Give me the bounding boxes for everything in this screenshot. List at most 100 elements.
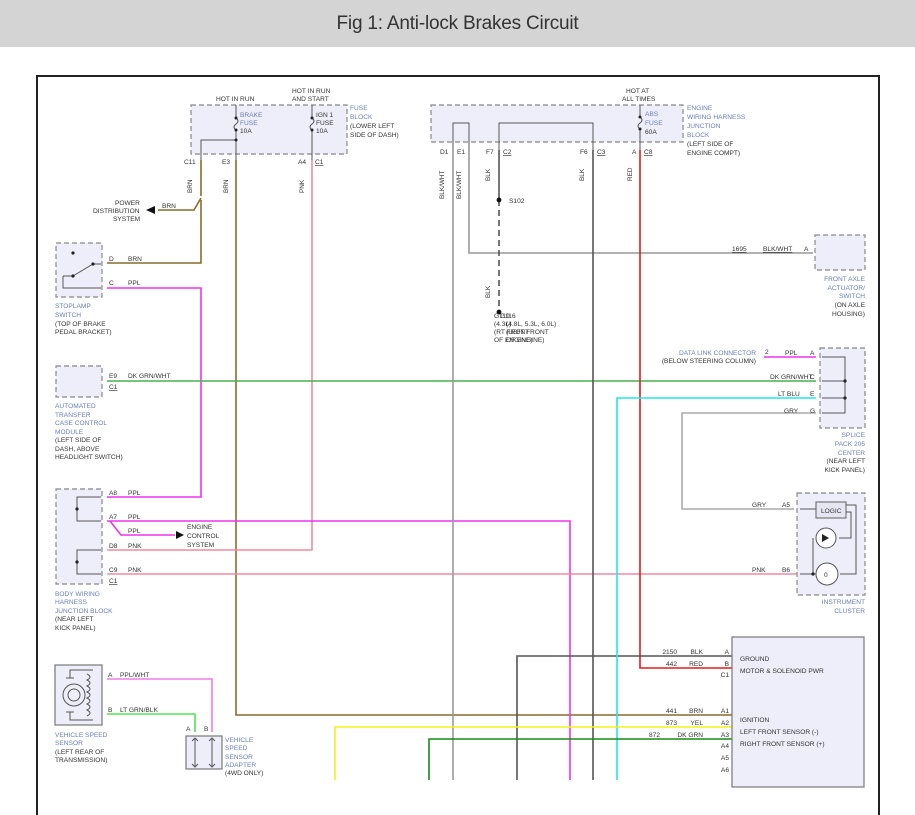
body-name-1: BODY WIRING (55, 591, 100, 598)
transfer-case-module: E9 DK GRN/WHT C1 AUTOMATED TRANSFER CASE… (55, 365, 171, 461)
wire-red-abs (639, 150, 732, 669)
wire-yel-873 (334, 726, 732, 780)
transfer-wire: DK GRN/WHT (128, 373, 171, 380)
pin-e1: E1 (457, 149, 465, 156)
engine-junction-name-2: WIRING HARNESS (687, 114, 746, 121)
ign-fuse-symbol (309, 105, 315, 160)
adapter-name-3: SENSOR (225, 754, 253, 761)
logic-label: LOGIC (821, 508, 842, 515)
front-axle-location-1: (ON AXLE (835, 302, 866, 309)
pin-d1: D1 (440, 149, 449, 156)
ebcm-pin-function: IGNITION (740, 717, 770, 724)
splice-name-2: PACK 205 (835, 441, 866, 448)
fuse-block-name-1: FUSE (350, 105, 368, 112)
front-axle-pin: A (804, 246, 809, 253)
splice-dot (843, 396, 847, 400)
hot-in-run-start-label-1: HOT IN RUN (292, 88, 331, 95)
hot-at-all-times-2: ALL TIMES (622, 96, 656, 103)
reluctor-wheel-icon (62, 683, 86, 707)
figure-title: Fig 1: Anti-lock Brakes Circuit (336, 12, 579, 34)
data-link-connector: DATA LINK CONNECTOR (BELOW STEERING COLU… (662, 349, 798, 365)
vss-location-2: TRANSMISSION) (55, 757, 107, 764)
body-pin-a7: A7 (109, 514, 117, 521)
cluster-name-1: INSTRUMENT (822, 599, 865, 606)
abs-fuse-symbol (637, 105, 643, 150)
body-junction-box (55, 488, 103, 585)
ign-fuse-rating: 10A (316, 128, 328, 135)
reluctor-hub-icon (67, 688, 81, 702)
transfer-name-2: TRANSFER (55, 412, 91, 419)
instrument-cluster: LOGIC 0 GRY A5 PNK B6 INSTRUMENT CLUSTER (752, 492, 866, 615)
stoplamp-wire-c: PPL (128, 280, 141, 287)
body-pin-a8: A8 (109, 490, 117, 497)
cluster-pnk-pin: B6 (782, 567, 790, 574)
ign-fuse-label-1: IGN 1 (316, 112, 334, 119)
ebcm-wire-color: DK GRN (677, 732, 703, 739)
adapter-channel-a (191, 737, 199, 768)
body-junction-block: A8 PPL A7 PPL PPL D8 PNK C9 PNK C1 ENGIN… (55, 488, 220, 632)
g110-line-4: OF ENGINE) (494, 337, 532, 344)
ebcm-pin: A4 (721, 743, 729, 750)
body-name-2: HARNESS (55, 599, 87, 606)
label-blkwht-1: BLK/WHT (439, 170, 446, 199)
fuse-terminal-dot (310, 128, 314, 132)
body-connector-c1: C1 (109, 578, 118, 585)
adapter-name-2: SPEED (225, 745, 248, 752)
front-axle-name-2: ACTUATOR/ (828, 285, 866, 292)
stoplamp-switch: D BRN C PPL STOPLAMP SWITCH (TOP OF BRAK… (55, 242, 142, 336)
splice-s102-dot (496, 197, 502, 203)
front-axle-box (814, 234, 866, 271)
vss-wire-a: PPL/WHT (120, 672, 149, 679)
splice-wire-e: LT BLU (778, 391, 800, 398)
engine-junction-location-2: ENGINE COMPT) (687, 150, 740, 157)
abs-fuse-label-1: ABS (645, 111, 659, 118)
fuse-block-location-1: (LOWER LEFT (350, 123, 394, 130)
adapter-location: (4WD ONLY) (225, 770, 263, 777)
hot-in-run-label: HOT IN RUN (216, 96, 255, 103)
stoplamp-name-1: STOPLAMP (55, 303, 91, 310)
front-axle-location-2: HOUSING) (832, 311, 865, 318)
body-pin-d8: D8 (109, 543, 118, 550)
stoplamp-switch-box (55, 242, 103, 298)
pin-e3: E3 (222, 159, 230, 166)
wire-pnk-a4-d8 (107, 160, 313, 551)
brake-fuse-label-2: FUSE (240, 120, 258, 127)
ebcm-pin-function: LEFT FRONT SENSOR (-) (740, 729, 819, 736)
ebcm-wire-color: YEL (691, 720, 704, 727)
vss-pin-b: B (108, 707, 113, 714)
brake-fuse-symbol (200, 105, 239, 160)
power-dist-3: SYSTEM (113, 216, 140, 223)
pin-f7: F7 (486, 149, 494, 156)
label-blk-1: BLK (485, 168, 492, 181)
front-axle-name-1: FRONT AXLE (824, 276, 866, 283)
splice-location-2: KICK PANEL) (824, 467, 865, 474)
splice-dot (75, 507, 79, 511)
body-wire-d8: PNK (128, 543, 142, 550)
g116-line-2: (4.8L, 5.3L, 6.0L) (506, 321, 556, 328)
cluster-gry-wire: GRY (752, 502, 767, 509)
wire-blkwht-e1 (468, 150, 813, 254)
splice-dot (843, 379, 847, 383)
adapter-pin-a: A (186, 726, 191, 733)
body-wire-c9: PNK (128, 567, 142, 574)
gauge-value: 0 (824, 572, 828, 579)
dlc-pin: 2 (765, 349, 769, 356)
pin-a4: A4 (298, 159, 306, 166)
front-axle-circuit: 1695 (732, 246, 747, 253)
label-red: RED (627, 167, 634, 181)
wire-dkgrn-872 (428, 738, 732, 780)
hot-at-all-times-1: HOT AT (626, 88, 649, 95)
body-wire-a7: PPL (128, 514, 141, 521)
ebcm-circuit-number: 442 (666, 661, 677, 668)
contact-dot (71, 251, 75, 255)
connector-c2: C2 (503, 149, 512, 156)
ebcm-circuit-number: 2150 (662, 649, 677, 656)
ebcm-pin: A6 (721, 767, 729, 774)
ebcm-pin-function: GROUND (740, 656, 770, 663)
stoplamp-name-2: SWITCH (55, 312, 81, 319)
ebcm-pin: A2 (721, 720, 729, 727)
vss-name-1: VEHICLE SPEED (55, 732, 108, 739)
stoplamp-pin-d: D (109, 256, 114, 263)
fuse-block: HOT IN RUN HOT IN RUN AND START BRAKE FU… (184, 88, 399, 166)
